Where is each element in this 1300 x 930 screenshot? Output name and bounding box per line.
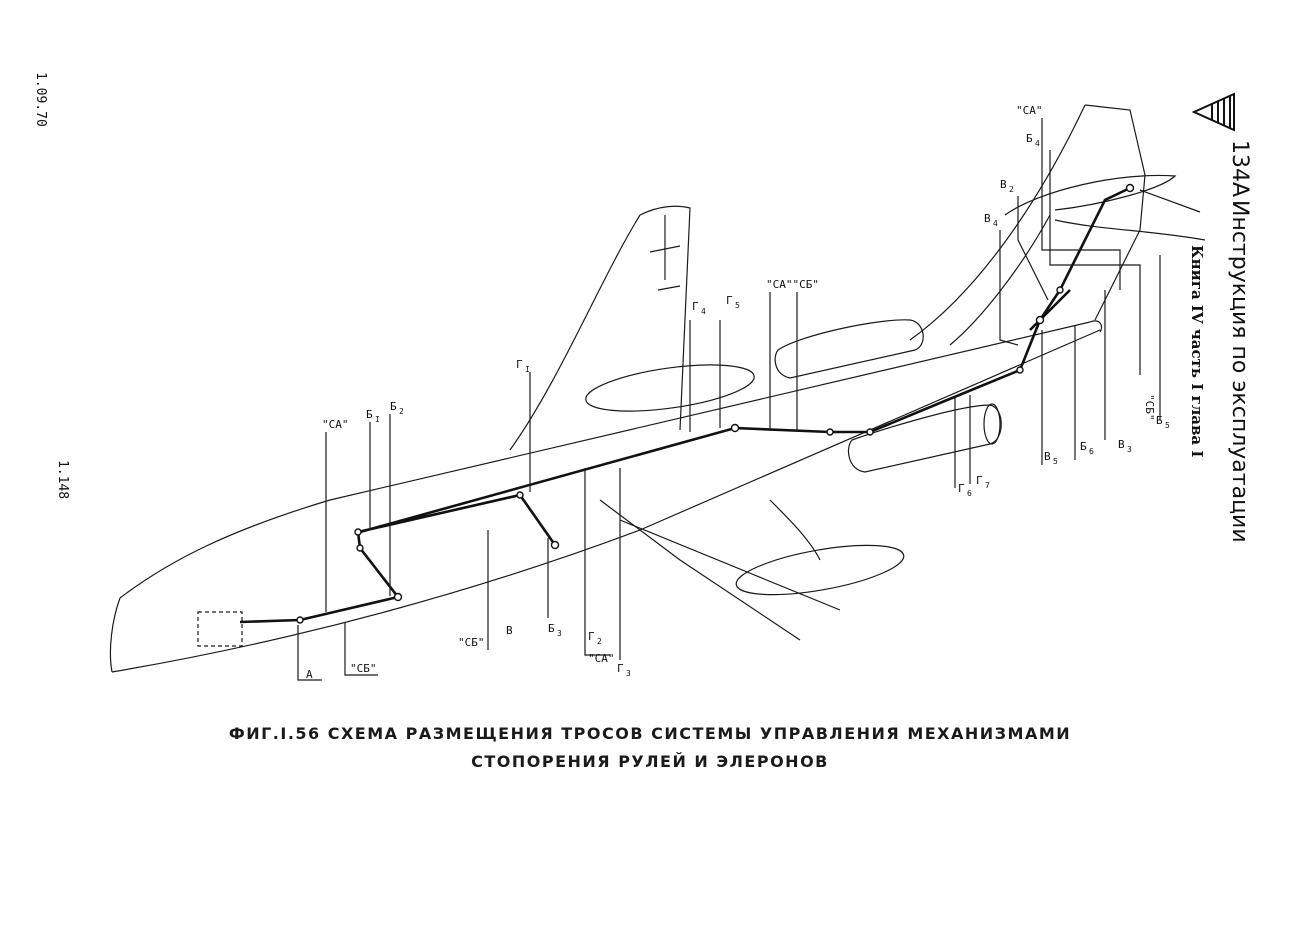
fuselage-top-line <box>119 321 1091 599</box>
right-lower-oval <box>735 544 905 596</box>
label-g7: Г <box>976 474 983 487</box>
label-sa-tail: "СА" <box>1016 104 1043 117</box>
label-sb-mid: "СБ" <box>458 636 485 649</box>
label-g6: Г <box>958 482 965 495</box>
engine-upper <box>774 319 924 379</box>
horizontal-tail-line <box>1139 189 1201 213</box>
vertical-tail-front <box>909 104 1086 341</box>
left-wing-trailing-edge <box>639 205 691 431</box>
right-wing-line <box>619 519 841 611</box>
figure-caption-line2: СТОПОРЕНИЯ РУЛЕЙ И ЭЛЕРОНОВ <box>471 752 829 771</box>
label-b3: Б <box>548 622 555 635</box>
label-v5: В <box>1044 450 1051 463</box>
label-sa-sb-top: "СА""СБ" <box>766 278 819 291</box>
label-g5-sub: 5 <box>735 301 740 310</box>
figure-caption-line1: ФИГ.І.56 СХЕМА РАЗМЕЩЕНИЯ ТРОСОВ СИСТЕМЫ… <box>228 724 1072 743</box>
left-wing-leading-edge <box>509 214 641 451</box>
label-b2-sub: 2 <box>399 407 404 416</box>
horizontal-tail <box>1004 174 1177 216</box>
label-g4: Г <box>692 300 699 313</box>
cockpit-control-box <box>197 611 243 647</box>
label-v4-sub: 4 <box>993 219 998 228</box>
label-v3: В <box>1118 438 1125 451</box>
label-b3-sub: 3 <box>557 629 562 638</box>
fuselage-nose <box>109 597 121 673</box>
vertical-tail-rear <box>1094 174 1146 321</box>
label-g3: Г <box>617 662 624 675</box>
left-wing-flap <box>649 245 681 291</box>
label-g7-sub: 7 <box>985 481 990 490</box>
engine-lower <box>847 404 1002 473</box>
label-b1-sub: I <box>375 415 380 424</box>
right-wing-root <box>769 499 821 561</box>
label-g3-sub: 3 <box>626 669 631 678</box>
label-v4: В <box>984 212 991 225</box>
label-b6: Б <box>1080 440 1087 453</box>
label-g2: Г <box>588 630 595 643</box>
engine-lower-intake <box>983 403 1001 445</box>
label-sa-mid: "СА" <box>588 652 615 665</box>
label-b2: Б <box>390 400 397 413</box>
nacelle-oval-left <box>585 364 755 412</box>
label-g4-sub: 4 <box>701 307 706 316</box>
label-v2: В <box>1000 178 1007 191</box>
label-b5-sub: 5 <box>1165 421 1170 430</box>
horizontal-tail-lower <box>1054 219 1206 241</box>
label-g2-sub: 2 <box>597 637 602 646</box>
label-v2-sub: 2 <box>1009 185 1014 194</box>
label-g5: Г <box>726 294 733 307</box>
cable-pulleys <box>296 183 1135 624</box>
label-v3-sub: 3 <box>1127 445 1132 454</box>
label-sb-left: "СБ" <box>350 662 377 675</box>
label-g6-sub: 6 <box>967 489 972 498</box>
label-sa-left: "СА" <box>322 418 349 431</box>
label-b4-sub: 4 <box>1035 139 1040 148</box>
label-g1: Г <box>516 358 523 371</box>
label-b6-sub: 6 <box>1089 447 1094 456</box>
label-g1-sub: I <box>525 365 530 374</box>
label-a: А <box>306 668 313 681</box>
label-sb-tail: "СБ" <box>1143 394 1156 421</box>
label-b5: Б <box>1156 414 1163 427</box>
fuselage-tail-cone <box>1089 320 1103 333</box>
vertical-tail-top <box>1084 104 1146 176</box>
label-v5-sub: 5 <box>1053 457 1058 466</box>
label-b4: Б <box>1026 132 1033 145</box>
leader-lines <box>297 118 1161 681</box>
cable-tail-branch <box>1029 289 1071 331</box>
label-v: В <box>506 624 513 637</box>
right-wing-leading-edge <box>599 499 801 641</box>
label-b1: Б <box>366 408 373 421</box>
fuselage-bottom-line <box>111 329 1101 673</box>
